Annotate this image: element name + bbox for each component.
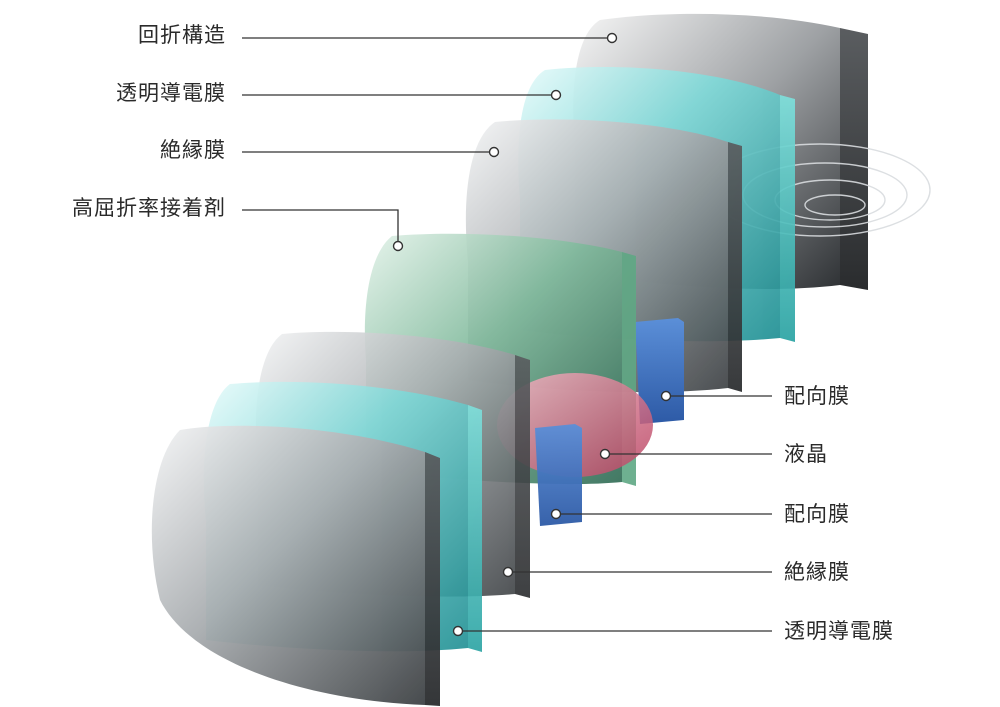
label-alignment-film-back: 配向膜 xyxy=(784,384,850,408)
layer-alignment-film-back xyxy=(635,318,684,424)
label-liquid-crystal: 液晶 xyxy=(784,442,828,466)
dot-insulating-back xyxy=(488,146,500,158)
leader-lines xyxy=(242,37,772,632)
dot-alignment-front xyxy=(550,508,562,520)
label-transparent-conductive-film-back: 透明導電膜 xyxy=(116,81,226,105)
label-transparent-conductive-film-front: 透明導電膜 xyxy=(784,619,894,643)
label-high-refractive-adhesive: 高屈折率接着剤 xyxy=(72,196,226,220)
insulating-front-edge xyxy=(515,355,530,598)
alignment-back-face xyxy=(635,318,684,424)
diffraction-edge xyxy=(840,28,868,290)
label-insulating-film-front: 絶縁膜 xyxy=(784,560,850,584)
alignment-front-face xyxy=(535,424,582,526)
dot-liquid-crystal xyxy=(599,448,611,460)
label-insulating-film-back: 絶縁膜 xyxy=(160,138,226,162)
conductive-back-edge xyxy=(780,95,795,342)
layer-front-glass xyxy=(151,425,440,706)
dot-insulating-front xyxy=(502,566,514,578)
insulating-back-edge xyxy=(728,142,742,392)
leader-line-adhesive xyxy=(242,209,399,246)
label-diffraction-structure: 回折構造 xyxy=(138,23,226,47)
front-glass-edge xyxy=(425,452,440,706)
label-alignment-film-front: 配向膜 xyxy=(784,502,850,526)
leader-dots xyxy=(392,32,672,637)
dot-conductive-front xyxy=(452,625,464,637)
dot-adhesive xyxy=(392,240,404,252)
front-glass-face xyxy=(151,425,425,705)
dot-diffraction xyxy=(606,32,618,44)
layer-alignment-film-front xyxy=(535,424,582,526)
conductive-front-edge xyxy=(468,405,482,652)
dot-alignment-back xyxy=(660,390,672,402)
dot-conductive-back xyxy=(550,89,562,101)
